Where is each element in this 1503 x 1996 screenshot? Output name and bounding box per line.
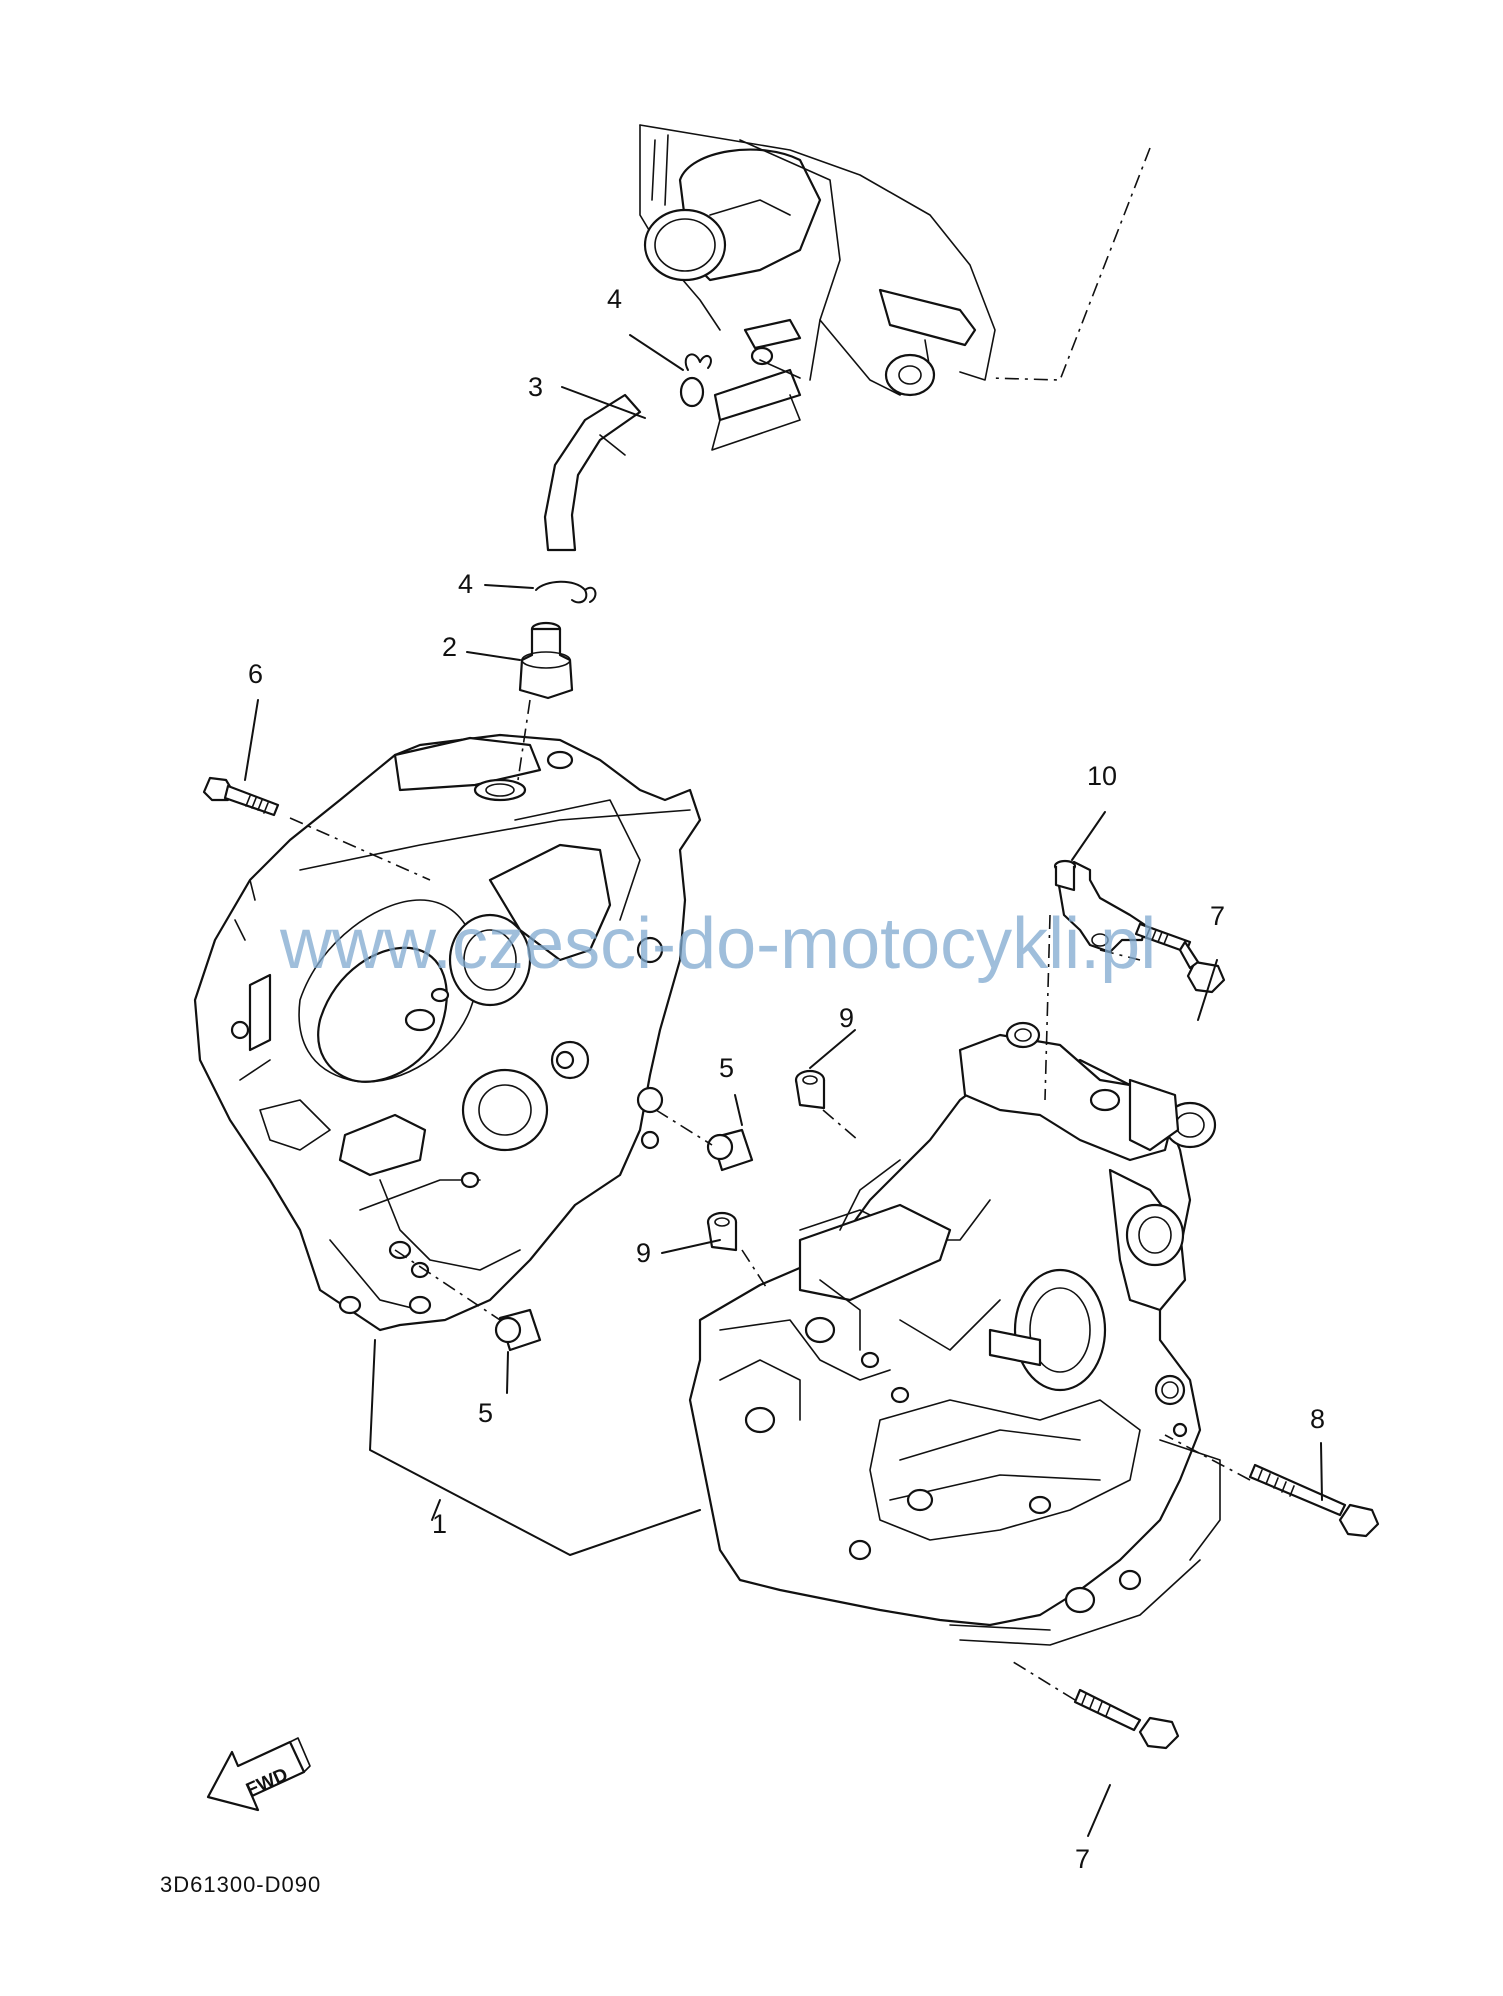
callout-1: 1: [432, 1509, 447, 1539]
part-3-hose: [543, 393, 642, 552]
leader-lines: [244, 334, 1323, 1837]
callout-5-lower: 5: [478, 1398, 493, 1428]
part-4-clip-upper: [679, 353, 712, 408]
callout-3: 3: [528, 372, 543, 402]
part-5-dowel-lower: [494, 1308, 542, 1352]
callout-8: 8: [1310, 1404, 1325, 1434]
part-8-bolt: [1248, 1463, 1380, 1538]
part-2-fitting: [518, 621, 574, 700]
part-5-dowel-upper: [706, 1128, 754, 1172]
part-7-bolt-lower: [1073, 1688, 1180, 1750]
diagram-code: 3D61300-D090: [160, 1872, 321, 1897]
part-6-bolt: [202, 776, 280, 817]
callout-2: 2: [442, 632, 457, 662]
callout-5-upper: 5: [719, 1053, 734, 1083]
watermark-text: www.czesci-do-motocykli.pl: [279, 904, 1156, 984]
fwd-arrow-icon: FWD: [206, 1737, 311, 1812]
part-4-clip-lower: [535, 580, 597, 604]
callout-10: 10: [1087, 761, 1117, 791]
part-9-dowel-lower: [706, 1211, 738, 1252]
callout-6: 6: [248, 659, 263, 689]
assembly-lines: [289, 699, 1251, 1701]
part-9-dowel-upper: [794, 1069, 826, 1110]
upper-engine-outline: [639, 124, 1151, 451]
callout-7-upper: 7: [1210, 901, 1225, 931]
callout-4-lower: 4: [458, 569, 473, 599]
callout-9-upper: 9: [839, 1003, 854, 1033]
callouts: 1 2 3 4 4 5 5 6 7 7 8 9 9 10: [248, 284, 1325, 1874]
right-crankcase-half: [688, 1021, 1221, 1646]
callout-7-lower: 7: [1075, 1844, 1090, 1874]
callout-4-upper: 4: [607, 284, 622, 314]
left-crankcase-half: [193, 733, 702, 1332]
callout-9-lower: 9: [636, 1238, 651, 1268]
